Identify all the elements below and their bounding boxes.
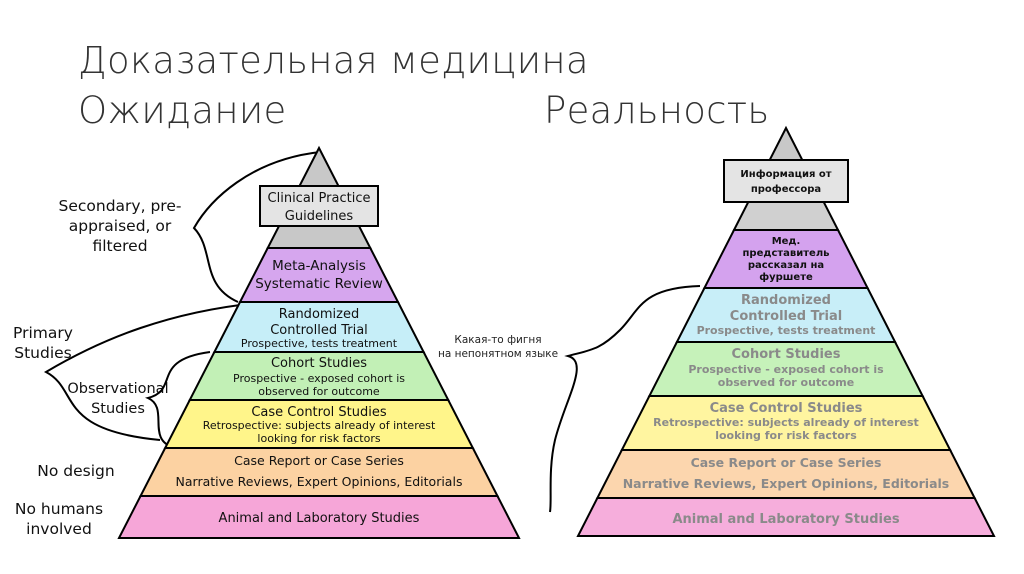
tier-band — [117, 495, 521, 539]
tier-label: Controlled Trial — [270, 323, 368, 338]
tier-label: Clinical Practice — [268, 191, 371, 206]
tier-band — [576, 497, 996, 537]
tier-label: Мед. — [772, 236, 801, 247]
tier-label: Guidelines — [285, 209, 354, 224]
tier-top-band — [732, 201, 840, 231]
secondary-label-line: Secondary, pre- — [58, 197, 182, 215]
no-humans-label-line: No humans — [14, 500, 104, 518]
primary-studies-label: Primary Studies — [0, 323, 86, 363]
reality-pyramid: Информация от профессораМед.представитель… — [576, 125, 996, 537]
tier-label: рассказал на — [748, 260, 824, 271]
annotation-line-2: на непонятном языке — [438, 348, 558, 360]
top-tier-box — [259, 185, 379, 227]
pyramid-apex — [768, 125, 804, 161]
tier-label: Cohort Studies — [732, 347, 841, 362]
annotation-bracket — [549, 285, 701, 513]
tier-label: observed for outcome — [258, 385, 380, 398]
tier-label: Prospective - exposed cohort is — [233, 372, 405, 385]
tier-label: Case Control Studies — [710, 401, 863, 416]
tier-label: Meta-Analysis — [272, 258, 366, 274]
tier-label: Cohort Studies — [271, 356, 367, 371]
expectation-heading: Ожидание — [78, 89, 287, 132]
primary-bracket — [43, 301, 269, 441]
secondary-label: Secondary, pre- appraised, or filtered — [40, 196, 200, 256]
tier-label: looking for risk factors — [715, 429, 857, 442]
tier-label: фуршете — [759, 271, 813, 283]
tier-label: Controlled Trial — [730, 309, 842, 324]
reality-heading: Реальность — [544, 89, 770, 132]
tier-label: Информация от — [740, 168, 831, 180]
no-humans-label: No humans involved — [0, 499, 118, 539]
tier-label: Animal and Laboratory Studies — [219, 511, 420, 526]
top-tier-box — [723, 159, 849, 203]
tier-label: Retrospective: subjects already of inter… — [653, 416, 919, 429]
tier-label: Case Control Studies — [251, 405, 387, 420]
secondary-bracket — [192, 151, 321, 303]
tier-label: Animal and Laboratory Studies — [672, 512, 899, 527]
tier-label: Prospective, tests treatment — [697, 324, 876, 337]
tier-label: Randomized — [741, 293, 831, 308]
tier-label: профессора — [751, 183, 821, 195]
tier-label: Prospective, tests treatment — [241, 337, 398, 350]
observational-studies-label: Observational Studies — [60, 379, 176, 419]
tier-label: Prospective - exposed cohort is — [688, 363, 884, 376]
tier-top-band — [266, 225, 372, 249]
expectation-pyramid: Clinical PracticeGuidelinesMeta-Analysis… — [117, 145, 521, 539]
tier-label: looking for risk factors — [257, 432, 380, 445]
tier-label: observed for outcome — [718, 376, 854, 389]
primary-label-line: Studies — [14, 344, 72, 362]
tier-label: Retrospective: subjects already of inter… — [203, 419, 436, 432]
tier-label: Systematic Review — [255, 276, 383, 292]
observational-label-line: Studies — [91, 401, 145, 417]
tier-label: Case Report or Case Series — [691, 455, 882, 470]
tier-band — [238, 247, 400, 303]
tier-label: Randomized — [279, 307, 360, 322]
tier-label: Narrative Reviews, Expert Opinions, Edit… — [176, 474, 463, 489]
observational-bracket — [144, 351, 211, 449]
no-design-label: No design — [37, 462, 115, 480]
observational-label-line: Observational — [67, 381, 169, 397]
tier-label: Narrative Reviews, Expert Opinions, Edit… — [623, 476, 950, 491]
annotation-line-1: Какая-то фигня — [454, 334, 541, 346]
secondary-label-line: appraised, or — [68, 217, 172, 235]
tier-label: представитель — [743, 248, 830, 259]
primary-label-line: Primary — [13, 324, 73, 342]
page-title: Доказательная медицина — [78, 39, 589, 82]
secondary-label-line: filtered — [92, 237, 148, 255]
no-humans-label-line: involved — [26, 520, 92, 538]
tier-label: Case Report or Case Series — [234, 453, 404, 468]
